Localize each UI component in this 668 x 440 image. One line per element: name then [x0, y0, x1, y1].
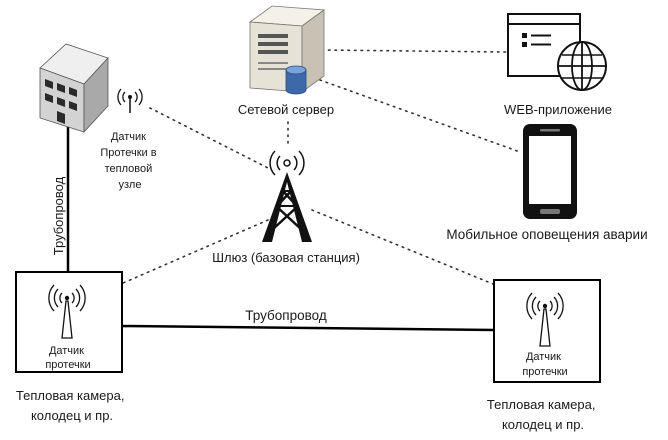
link-server-mobile — [319, 79, 521, 153]
building-sensor-label: Датчик Протечки в тепловой узле — [100, 131, 159, 191]
pipelines — [66, 126, 495, 332]
horizontal-pipe-label: Трубопровод — [245, 308, 327, 323]
right-box-line-1: Датчик — [526, 351, 561, 363]
smartphone-icon — [523, 124, 577, 219]
right-box-label: Датчик протечки — [522, 351, 567, 378]
link-server-web — [321, 49, 507, 53]
left-sensor-box: Датчик протечки — [15, 271, 123, 373]
building-icon — [39, 43, 109, 134]
right-sensor-box: Датчик протечки — [493, 279, 601, 383]
right-box-line-2: протечки — [522, 366, 567, 378]
antenna-icon — [48, 284, 86, 339]
vertical-pipe-label: Трубопровод — [51, 176, 66, 255]
left-box-line-1: Датчик — [49, 345, 84, 357]
right-chamber-label: Тепловая камера, колодец и пр. — [487, 397, 599, 432]
link-building-gateway — [149, 107, 269, 169]
left-chamber-line-2: колодец и пр. — [31, 408, 113, 423]
right-chamber-line-1: Тепловая камера, — [487, 397, 596, 412]
pipe-horizontal — [121, 324, 495, 332]
mobile-label: Мобильное оповещения аварии — [446, 227, 647, 242]
gateway-label: Шлюз (базовая станция) — [212, 250, 360, 265]
antenna-icon — [117, 88, 143, 113]
database-icon — [285, 65, 307, 95]
building-sensor-line-4: узле — [119, 179, 142, 191]
right-chamber-line-2: колодец и пр. — [502, 417, 584, 432]
left-box-line-2: протечки — [45, 359, 90, 371]
left-box-label: Датчик протечки — [45, 345, 90, 371]
building-sensor-line-3: тепловой — [105, 163, 153, 175]
link-gateway-left — [83, 219, 269, 301]
building-sensor-line-2: Протечки в — [100, 147, 156, 159]
link-gateway-right — [311, 209, 521, 296]
tower-signal-icon — [269, 150, 305, 176]
building-sensor-line-1: Датчик — [111, 131, 146, 143]
server-label: Сетевой сервер — [238, 102, 334, 117]
dotted-links — [83, 49, 521, 301]
left-chamber-line-1: Тепловая камера, — [16, 388, 125, 403]
left-chamber-label: Тепловая камера, колодец и пр. — [16, 388, 128, 423]
globe-icon — [557, 41, 607, 91]
web-label: WEB-приложение — [504, 102, 612, 117]
antenna-icon — [526, 292, 564, 347]
tower-icon — [262, 150, 312, 242]
